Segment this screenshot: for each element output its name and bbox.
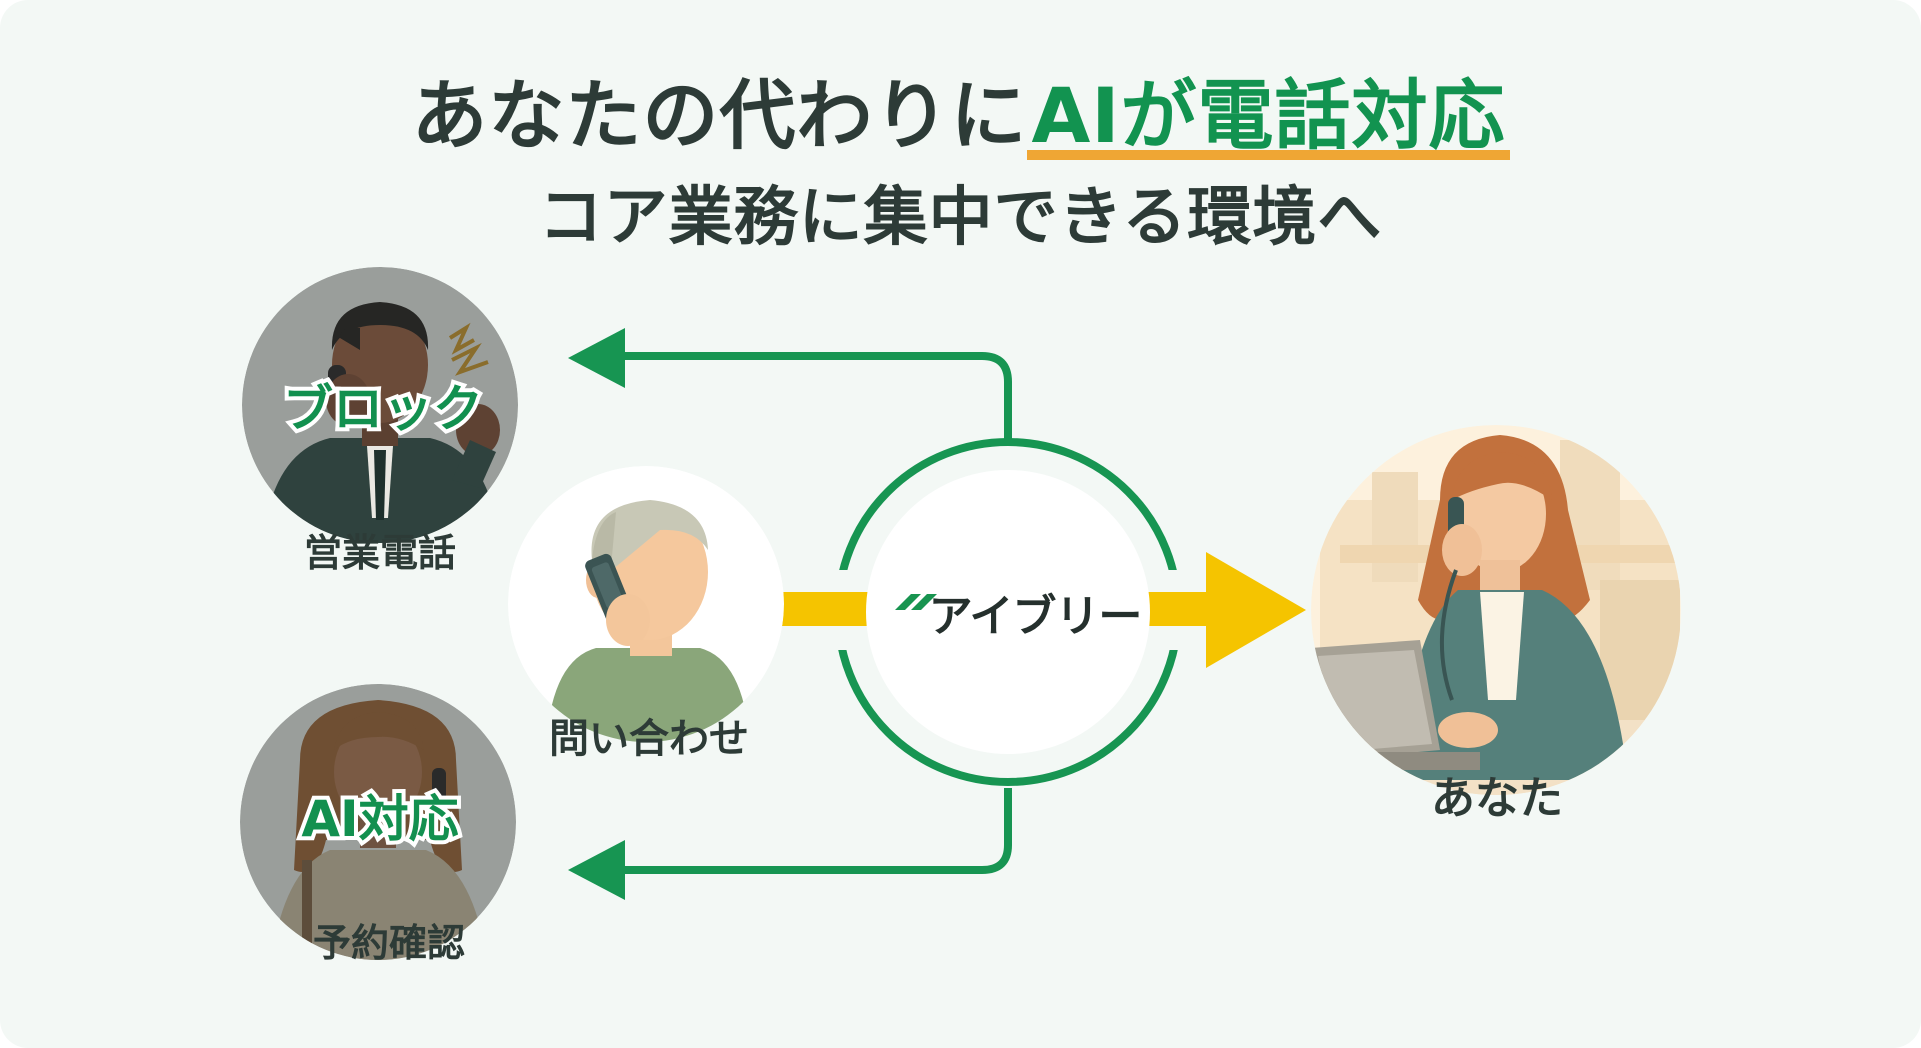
you-label: あなた — [1431, 773, 1563, 824]
brand-logo-icon — [895, 594, 937, 610]
ai-flow-arrow — [568, 788, 1012, 900]
brand: アイブリー — [928, 580, 1143, 644]
block-flow-arrow — [568, 328, 1012, 440]
block-badge: ブロック — [279, 376, 487, 442]
reservation-label: 予約確認 — [312, 921, 466, 965]
headline-accent: AIが電話対応 — [1027, 71, 1510, 160]
you-avatar — [1311, 425, 1681, 795]
headline-prefix: あなたの代わりに — [411, 71, 1028, 160]
reservation-avatar — [240, 684, 516, 960]
brand-name: アイブリー — [928, 591, 1143, 642]
arrow-icon — [568, 328, 625, 388]
sales-call-avatar — [242, 267, 518, 543]
arrow-icon — [568, 840, 625, 900]
headline-line1: あなたの代わりにAIが電話対応 — [0, 68, 1921, 164]
arrow-icon — [1206, 552, 1306, 668]
inquiry-label: 問い合わせ — [549, 716, 749, 762]
brand-center — [866, 470, 1150, 754]
ai-response-badge: AI対応 — [297, 786, 462, 852]
sales-call-label: 営業電話 — [303, 531, 457, 575]
headline-line2: コア業務に集中できる環境へ — [538, 181, 1383, 255]
inquiry-avatar — [508, 466, 784, 742]
